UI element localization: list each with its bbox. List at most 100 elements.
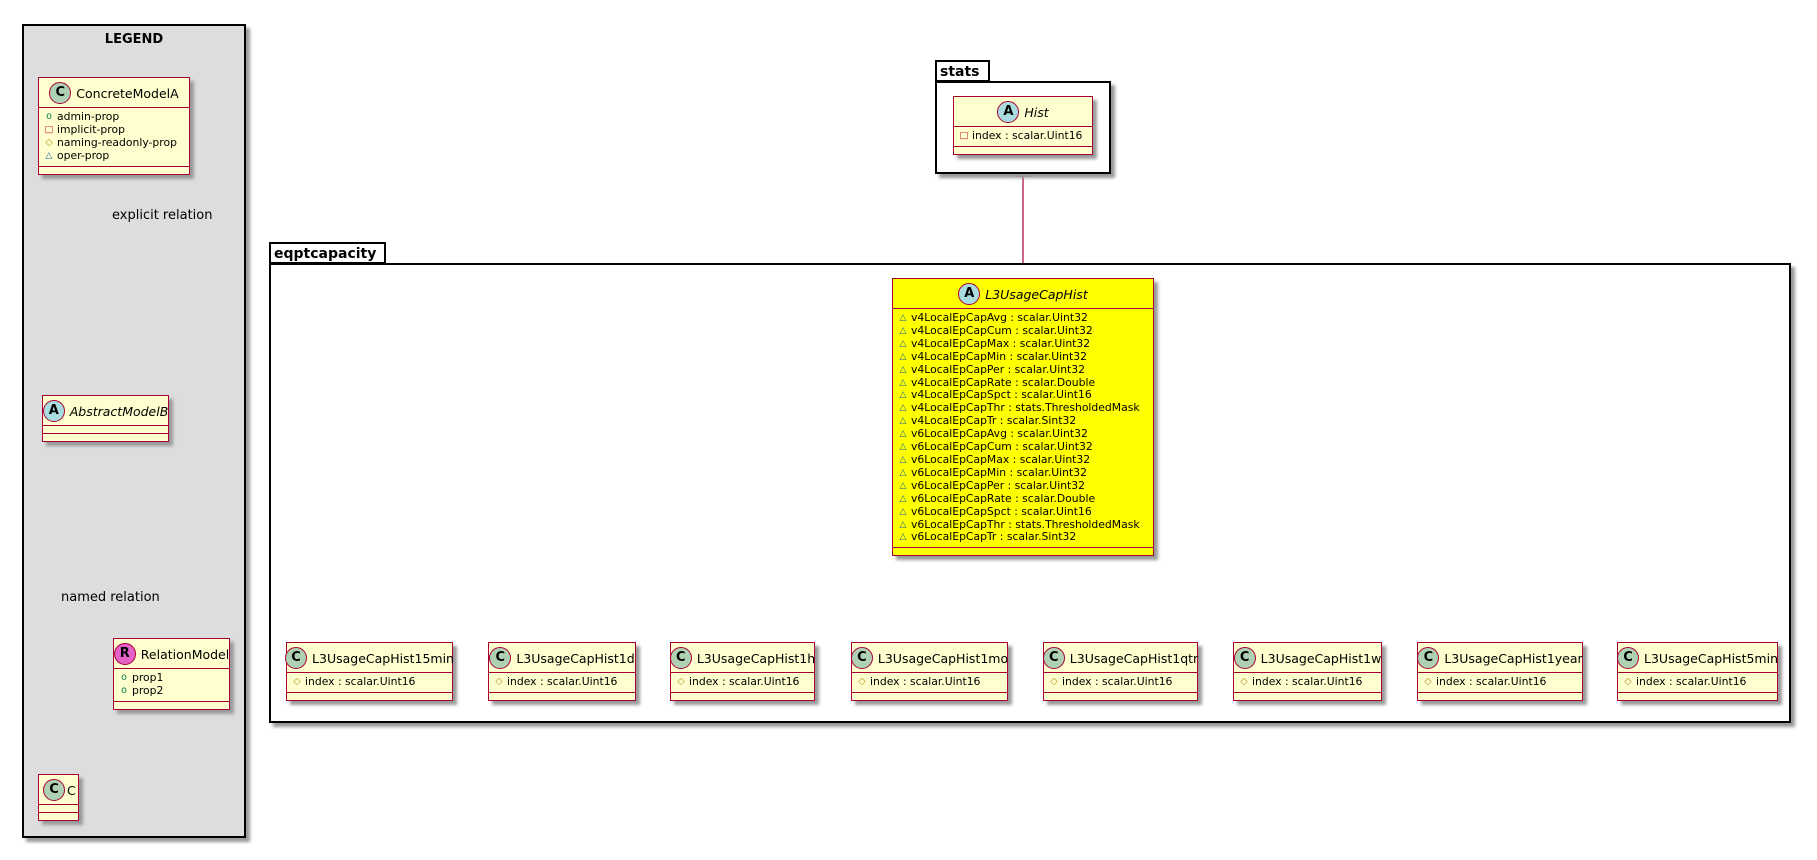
attribute-row: △ v4LocalEpCapSpct : scalar.Uint16 <box>898 389 1148 402</box>
package-visibility-icon: △ <box>899 519 907 530</box>
public-visibility-icon: o <box>46 111 52 122</box>
protected-visibility-icon: ◇ <box>45 136 53 148</box>
abstract-stereotype-icon: A <box>958 283 981 305</box>
attribute-label: index : scalar.Uint16 <box>870 675 981 688</box>
abstract-stereotype-icon: A <box>42 400 65 422</box>
class-header: R RelationModel <box>113 639 229 669</box>
attribute-row: ◇ index : scalar.Uint16 <box>292 675 447 689</box>
class-header: C L3UsageCapHist1mo <box>850 643 1008 673</box>
package-visibility-icon: △ <box>899 390 907 401</box>
attribute-label: index : scalar.Uint16 <box>305 675 416 688</box>
package-visibility-icon: △ <box>899 429 907 440</box>
class-attributes: □index : scalar.Uint16 <box>954 127 1092 147</box>
attribute-row: △v6LocalEpCapCum : scalar.Uint32 <box>898 440 1148 454</box>
attribute-label: v4LocalEpCapMin : scalar.Uint32 <box>911 349 1087 363</box>
class-methods <box>39 167 189 174</box>
attribute-label: v4LocalEpCapSpct : scalar.Uint16 <box>911 388 1092 402</box>
protected-visibility-icon: ◇ <box>495 676 503 687</box>
class-methods <box>39 813 78 820</box>
class-stereotype-icon: C <box>49 82 72 104</box>
class-header: A AbstractModelB <box>42 396 169 426</box>
attribute-row: △v6LocalEpCapMin : scalar.Uint32 <box>898 466 1148 480</box>
subclass-15min: C L3UsageCapHist15min ◇index : scalar.Ui… <box>285 642 454 701</box>
protected-visibility-icon: ◇ <box>293 676 301 687</box>
subclass-1mo: C L3UsageCapHist1mo ◇ index : scalar.Uint… <box>850 642 1008 701</box>
class-attributes: ◇index : scalar.Uint16 <box>671 673 814 693</box>
class-header: C L3UsageCapHist1year <box>1417 643 1583 673</box>
class-attributes: ◇ index : scalar.Uint16 <box>1618 673 1777 693</box>
class-header: C L3UsageCapHist5min <box>1617 643 1778 673</box>
attribute-label: v6LocalEpCapTr : scalar.Sint32 <box>911 530 1077 544</box>
stats-package-tab: stats <box>935 60 990 82</box>
class-name: L3UsageCapHist1qtr <box>1069 650 1199 666</box>
named-relation-label: named relation <box>61 590 160 605</box>
relation-stereotype-icon: R <box>113 643 136 665</box>
attribute-label: v6LocalEpCapMax : scalar.Uint32 <box>911 452 1091 466</box>
protected-visibility-icon: ◇ <box>1240 676 1248 687</box>
abstract-stereotype-icon: A <box>997 101 1020 123</box>
class-methods <box>489 693 635 700</box>
class-stereotype-icon: C <box>1042 647 1065 669</box>
attribute-label: index : scalar.Uint16 <box>1062 675 1173 688</box>
class-attributes: ◇ index : scalar.Uint16 <box>852 673 1007 693</box>
class-header: C C <box>39 775 78 805</box>
package-visibility-icon: △ <box>899 377 907 388</box>
class-name: L3UsageCapHist5min <box>1644 650 1778 666</box>
class-methods <box>1234 693 1381 700</box>
protected-visibility-icon: ◇ <box>1050 676 1058 687</box>
attribute-label: index : scalar.Uint16 <box>507 675 618 688</box>
legend-abstract-class: A AbstractModelB <box>42 395 169 442</box>
class-name: L3UsageCapHist1h <box>696 650 816 666</box>
protected-visibility-icon: ◇ <box>858 676 866 687</box>
class-methods <box>1618 693 1777 700</box>
attribute-label: v6LocalEpCapAvg : scalar.Uint32 <box>911 427 1088 441</box>
class-header: C ConcreteModelA <box>39 78 189 108</box>
attribute-row: △v6LocalEpCapThr : stats.ThresholdedMask <box>898 518 1148 532</box>
package-visibility-icon: △ <box>899 467 907 478</box>
package-visibility-icon: △ <box>899 325 907 336</box>
subclass-1qtr: C L3UsageCapHist1qtr ◇ index : scalar.Uin… <box>1042 642 1199 701</box>
class-attributes: ◇index : scalar.Uint16 <box>1234 673 1381 693</box>
attribute-row: △v6LocalEpCapPer : scalar.Uint32 <box>898 478 1148 493</box>
class-name: AbstractModelB <box>69 403 169 419</box>
protected-visibility-icon: ◇ <box>677 676 685 687</box>
class-stereotype-icon: C <box>1417 647 1440 669</box>
attribute-row: △v6LocalEpCapRate : scalar.Double <box>898 492 1148 506</box>
package-visibility-icon: △ <box>899 351 907 362</box>
attribute-label: index : scalar.Uint16 <box>1636 675 1747 688</box>
class-header: C L3UsageCapHist1h <box>669 643 816 673</box>
class-methods <box>114 702 229 709</box>
protected-visibility-icon: ◇ <box>1624 676 1632 687</box>
package-visibility-icon: △ <box>899 338 907 349</box>
class-stereotype-icon: C <box>43 779 65 801</box>
class-stereotype-icon: C <box>489 647 512 669</box>
class-attributes: ◇ index : scalar.Uint16 <box>1044 673 1197 693</box>
class-name: L3UsageCapHist1w <box>1260 650 1382 666</box>
class-methods <box>954 147 1092 154</box>
attribute-label: naming-readonly-prop <box>57 135 177 149</box>
class-stereotype-icon: C <box>1617 647 1639 669</box>
attribute-row: □index : scalar.Uint16 <box>959 129 1087 143</box>
attribute-row: △ v6LocalEpCapAvg : scalar.Uint32 <box>898 427 1148 441</box>
attribute-label: v6LocalEpCapPer : scalar.Uint32 <box>911 478 1086 492</box>
attribute-row: △v4LocalEpCapMax : scalar.Uint32 <box>898 337 1148 351</box>
attribute-label: v4LocalEpCapCum : scalar.Uint32 <box>911 323 1093 337</box>
class-methods <box>671 693 814 700</box>
package-visibility-icon: △ <box>899 493 907 504</box>
explicit-relation-label: explicit relation <box>112 208 213 223</box>
class-methods <box>893 548 1153 555</box>
attribute-row: △oper-prop <box>44 149 184 163</box>
attribute-row: ◇index : scalar.Uint16 <box>1239 675 1376 689</box>
class-methods <box>287 693 452 700</box>
class-stereotype-icon: C <box>285 647 308 669</box>
class-attributes: ◇ index : scalar.Uint16 <box>287 673 452 693</box>
subclass-5min: C L3UsageCapHist5min ◇ index : scalar.Uin… <box>1617 642 1778 701</box>
class-stereotype-icon: C <box>669 647 692 669</box>
subclass-1d: C L3UsageCapHist1d ◇index : scalar.Uint1… <box>488 642 636 701</box>
attribute-label: index : scalar.Uint16 <box>972 129 1083 142</box>
class-header: C L3UsageCapHist1w <box>1233 643 1382 673</box>
